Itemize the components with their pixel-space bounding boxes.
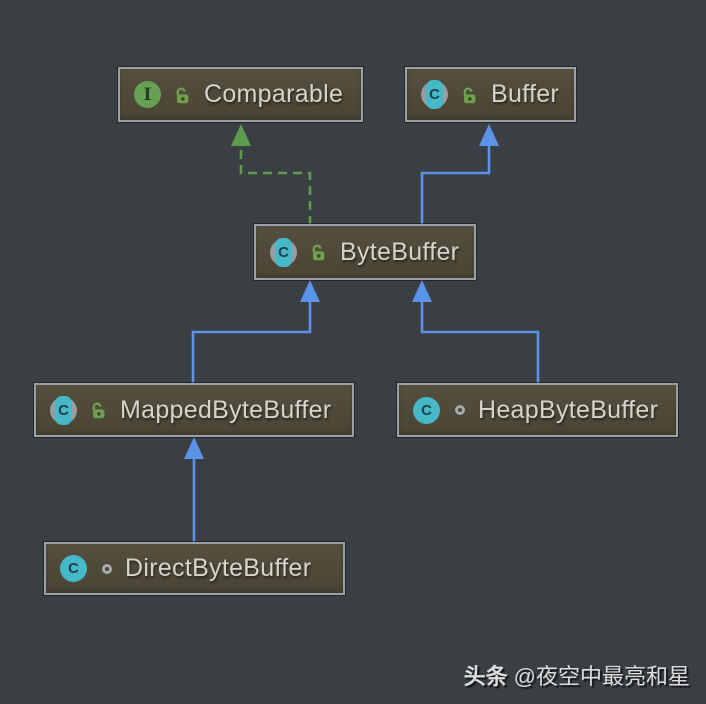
- abstract-class-icon: C: [50, 395, 77, 425]
- watermark-brand: 头条: [463, 664, 508, 689]
- class-node-directbytebuffer[interactable]: C DirectByteBuffer: [44, 542, 345, 595]
- extends-arrowhead: [300, 280, 320, 302]
- edge-bytebuffer-implements-comparable[interactable]: [231, 124, 312, 225]
- class-name-label: DirectByteBuffer: [125, 554, 312, 582]
- interface-icon: I: [134, 81, 161, 108]
- public-lock-icon: [174, 86, 191, 104]
- class-icon-letter: C: [413, 396, 440, 424]
- class-node-heapbytebuffer[interactable]: C HeapByteBuffer: [397, 383, 678, 437]
- class-icon-letter: C: [426, 80, 443, 109]
- watermark-handle: @夜空中最亮和星: [513, 664, 690, 689]
- class-icon-letter: C: [55, 395, 72, 425]
- public-lock-icon: [310, 243, 327, 261]
- class-name-label: HeapByteBuffer: [478, 395, 659, 424]
- class-node-mappedbytebuffer[interactable]: C MappedByteBuffer: [34, 383, 354, 437]
- class-name-label: Comparable: [204, 80, 344, 108]
- class-name-label: ByteBuffer: [340, 237, 460, 266]
- class-node-buffer[interactable]: C Buffer: [405, 67, 576, 122]
- abstract-class-icon: C: [270, 237, 297, 267]
- class-name-label: MappedByteBuffer: [120, 395, 332, 424]
- edge-bytebuffer-extends-buffer[interactable]: [420, 124, 499, 225]
- edge-mappedbytebuffer-extends-bytebuffer[interactable]: [191, 280, 320, 384]
- class-node-bytebuffer[interactable]: C ByteBuffer: [254, 224, 476, 280]
- class-icon-letter: C: [275, 237, 292, 267]
- edge-heapbytebuffer-extends-bytebuffer[interactable]: [412, 280, 540, 384]
- extends-arrowhead: [412, 280, 432, 302]
- abstract-class-icon: C: [421, 80, 448, 109]
- watermark: 头条@夜空中最亮和星: [464, 659, 690, 691]
- public-lock-icon: [461, 86, 478, 104]
- interface-icon-letter: I: [134, 81, 161, 108]
- class-name-label: Buffer: [491, 80, 560, 108]
- class-node-comparable[interactable]: I Comparable: [118, 67, 363, 122]
- implements-arrowhead: [231, 124, 251, 146]
- class-icon: C: [60, 555, 87, 582]
- extends-arrowhead: [184, 437, 204, 459]
- class-icon: C: [413, 396, 440, 424]
- extends-arrowhead: [479, 124, 499, 146]
- package-private-icon: [102, 563, 112, 574]
- public-lock-icon: [90, 401, 107, 419]
- package-private-icon: [455, 405, 465, 415]
- edge-directbytebuffer-extends-mappedbytebuffer[interactable]: [184, 437, 204, 543]
- class-icon-letter: C: [60, 555, 87, 582]
